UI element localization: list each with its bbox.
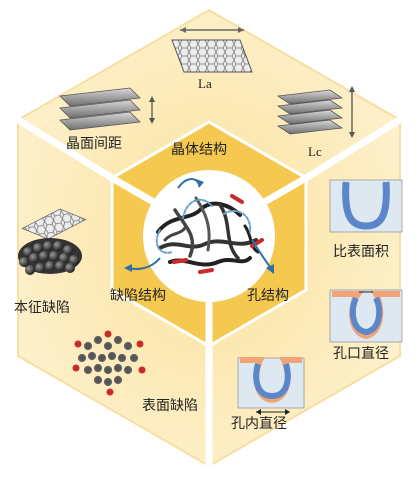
defect-structure-label: 缺陷结构 <box>110 288 166 304</box>
intrinsic-defect-label: 本征缺陷 <box>14 300 70 316</box>
pore-mouth-diameter-label: 孔口直径 <box>333 346 389 362</box>
specific-surface-area-label: 比表面积 <box>333 244 389 260</box>
pore-inner-diameter-label: 孔内直径 <box>231 416 287 432</box>
la-label: La <box>198 76 212 91</box>
surface-defect-illustration <box>72 330 146 396</box>
interlayer-spacing-label: 晶面间距 <box>66 136 122 152</box>
pore-specific-surface-area <box>329 179 403 233</box>
la-graphene-sheet <box>171 27 253 73</box>
crystal-structure-label: 晶体结构 <box>171 142 227 158</box>
lc-layer-stack <box>276 86 355 138</box>
interlayer-spacing-stack <box>59 87 155 131</box>
pore-inner-diameter <box>237 357 305 415</box>
pore-structure-label: 孔结构 <box>247 288 289 304</box>
surface-defect-label: 表面缺陷 <box>142 398 198 414</box>
lc-label: Lc <box>308 144 322 159</box>
arrow-heads <box>124 179 274 274</box>
intrinsic-defect-illustration <box>18 208 87 275</box>
carbon-structure-illustration <box>155 194 264 274</box>
pore-mouth-diameter <box>329 289 403 343</box>
